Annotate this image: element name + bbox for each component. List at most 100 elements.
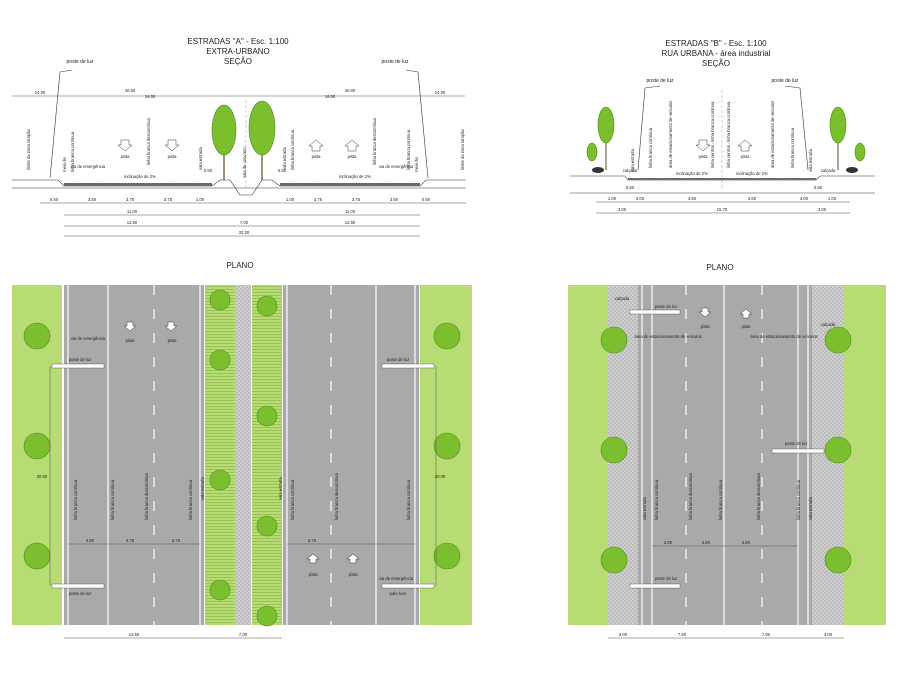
vertical-label: limite da zona tampão [26, 128, 31, 170]
dim-label: 3.75 [308, 538, 317, 543]
vertical-label: linha branca descontínua [756, 473, 761, 520]
plan-b-label: PLANO [706, 263, 733, 272]
lane-label: pista [126, 338, 136, 343]
pole-label: poste de luz [772, 78, 799, 84]
pole-label: palo luce [390, 591, 407, 596]
tree-icon [600, 546, 628, 574]
arrow-down-icon [164, 139, 180, 152]
pavement-layer [280, 183, 420, 186]
tree-icon [433, 542, 461, 570]
lane-label: pista [742, 324, 752, 329]
vertical-label: linha branca descontínua [144, 473, 149, 520]
vertical-label: linha branca contínua [790, 127, 795, 168]
dim-label: 3.75 [126, 197, 135, 202]
dim-label: 12.50 [127, 220, 138, 225]
vertical-label: linha branca contínua [654, 479, 659, 520]
arrow-down-icon [164, 321, 178, 332]
light-pole-icon [381, 583, 435, 589]
light-pole-icon [771, 448, 825, 454]
pavement-layer [64, 183, 212, 186]
vertical-label: vala estrada [200, 477, 205, 500]
lane-label: pista [741, 154, 751, 159]
lane-label: pista [349, 572, 359, 577]
light-pole-icon [381, 363, 435, 369]
dim-label: 3.75 [126, 538, 135, 543]
plan-a: PLANO poste de luz [12, 261, 472, 639]
light-pole-arm [784, 85, 801, 89]
roadway [638, 285, 812, 625]
light-pole-arm [644, 85, 661, 89]
plan-a-label: PLANO [226, 261, 253, 270]
vertical-label: linha branca contínua [718, 479, 723, 520]
tree-icon [256, 605, 278, 627]
arrow-up-icon [737, 139, 753, 152]
tree-icon [209, 349, 231, 371]
dim-label: 7.00 [240, 220, 249, 225]
arrow-down-icon [117, 139, 133, 152]
vertical-label: linha branca contínua [73, 479, 78, 520]
vertical-label: linha branca descontínua [688, 473, 693, 520]
vertical-label: vala estrada [642, 497, 647, 520]
dim-label: 3.50 [390, 197, 399, 202]
dim-label: 3.60 [688, 196, 697, 201]
concrete-ditch [235, 285, 251, 625]
tree-icon [23, 432, 51, 460]
section-a-label: SEÇÃO [224, 57, 252, 66]
arrow-up-icon [739, 308, 753, 319]
vertical-label: vala estrada [808, 497, 813, 520]
dim-label: 24.00 [435, 90, 446, 95]
dim-label: 3.50 [88, 197, 97, 202]
sidewalk-label: calçada [615, 296, 630, 301]
slope-label: inclinação de 2% [339, 174, 371, 179]
lane-label: calçada [623, 168, 638, 173]
tree-icon [600, 436, 628, 464]
light-pole-icon [51, 583, 105, 589]
arrow-down-icon [698, 307, 712, 318]
vertical-label: linha branca contínua [70, 131, 75, 172]
dim-label: 3.50 [86, 538, 95, 543]
dim-label: 7.00 [239, 632, 248, 637]
arrow-down-icon [123, 321, 137, 332]
tree [586, 106, 615, 170]
pole-label: poste de luz [69, 591, 92, 596]
light-pole [637, 87, 646, 171]
pole-label: poste de luz [67, 59, 94, 65]
pole-label: poste de luz [387, 357, 410, 362]
vertical-label: linha branca contínua [796, 479, 801, 520]
vertical-label: linha branca contínua [406, 479, 411, 520]
pole-label: poste de luz [647, 78, 674, 84]
tree-icon [600, 326, 628, 354]
pole-label: poste de luz [785, 441, 808, 446]
vertical-label: vala estrada [278, 477, 283, 500]
dim-label: 16.00 [325, 94, 336, 99]
vertical-label: meio-fio [62, 156, 67, 172]
dim-label: 7.60 [678, 632, 687, 637]
section-a-subtitle: EXTRA-URBANO [206, 47, 270, 56]
sidewalk-label: calçada [821, 322, 836, 327]
vertical-labels: vala estrada linha branca contínua linha… [642, 473, 813, 520]
dim-label: 3.60 [748, 196, 757, 201]
pole-label: poste de luz [655, 576, 678, 581]
dim-label: 3.75 [172, 538, 181, 543]
section-b: ESTRADAS "B" - Esc. 1:100 RUA URBANA - á… [570, 39, 875, 214]
light-pole [417, 71, 429, 179]
dim-label: 3.00 [824, 632, 833, 637]
vertical-label: linha branca contínua [648, 127, 653, 168]
lane-label: pista [168, 338, 178, 343]
light-pole-icon [51, 363, 105, 369]
tree [211, 104, 237, 180]
tree-icon [824, 436, 852, 464]
vertical-label: linha central - linha branca contínua [726, 101, 731, 168]
dim-label: 3.75 [164, 197, 173, 202]
dim-label: 1.00 [828, 196, 837, 201]
slope-label: inclinação de 2% [124, 174, 156, 179]
vertical-label: linha branca descontínua [334, 473, 339, 520]
dim-label: 24.00 [35, 90, 46, 95]
tree-icon [209, 579, 231, 601]
lane-label: via de emergência [379, 164, 414, 169]
section-b-label: SEÇÃO [702, 59, 730, 68]
parking-label: área de estacionamento de veículos [750, 334, 817, 339]
vertical-label: limite da zona tampão [460, 128, 465, 170]
vertical-label: linha branca contínua [188, 479, 193, 520]
vertical-label: área de estacionamento de veículos [770, 101, 775, 168]
